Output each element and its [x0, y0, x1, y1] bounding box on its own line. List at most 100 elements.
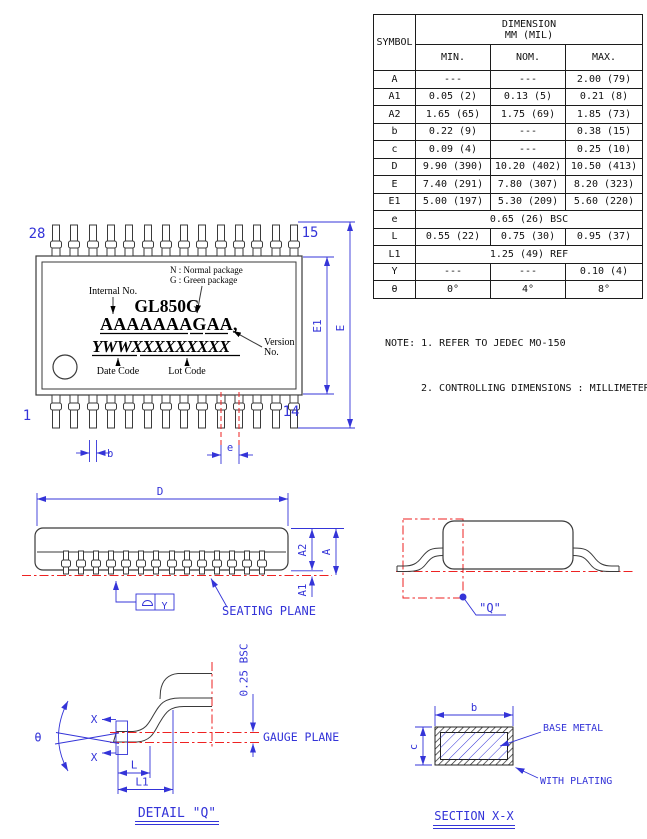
- cell-nom: ---: [490, 140, 566, 159]
- pin-number-14: 14: [283, 404, 300, 420]
- pin-row-top: [50, 224, 300, 257]
- date-code-label: Date Code: [97, 366, 140, 377]
- cell-min: 0.05 (2): [415, 87, 491, 106]
- cell-max: 0.38 (15): [564, 122, 644, 141]
- cell-nom: 1.75 (69): [490, 105, 566, 124]
- notes: NOTE: 1. REFER TO JEDEC MO-150 2. CONTRO…: [385, 306, 647, 411]
- cell-symbol: Y: [373, 262, 416, 281]
- cell-symbol: A1: [373, 87, 416, 106]
- dim-b-label: b: [107, 448, 113, 460]
- table-row: b 0.22 (9) --- 0.38 (15): [373, 122, 644, 141]
- side-body-outline: [34, 527, 289, 571]
- note-line-2: 2. CONTROLLING DIMENSIONS : MILLIMETER: [421, 383, 647, 394]
- dim-D-lines: [36, 493, 289, 526]
- dim-b-lines: [76, 440, 110, 462]
- dim-L1-label: L1: [135, 776, 148, 789]
- dim-c-label: c: [408, 744, 420, 750]
- cell-min: 7.40 (291): [415, 175, 491, 194]
- header-max: MAX.: [564, 44, 644, 71]
- end-view: "Q": [396, 518, 634, 616]
- cell-min: 9.90 (390): [415, 157, 491, 176]
- dim-L-label: L: [131, 759, 138, 772]
- cell-symbol: A: [373, 70, 416, 89]
- pin-centerlines-red: [220, 392, 240, 447]
- with-plating-label: WITH PLATING: [540, 776, 612, 787]
- dim-e-lines: [207, 445, 253, 464]
- flatness-symbol-icon: [142, 600, 153, 606]
- cell-nom: ---: [490, 262, 566, 281]
- header-dimension: DIMENSION MM (MIL): [414, 14, 644, 45]
- cell-nom: 0.13 (5): [490, 87, 566, 106]
- dim-A2-lines: [291, 528, 344, 572]
- cell-span: 0.65 (26) BSC: [414, 210, 644, 229]
- cell-max: 1.85 (73): [564, 105, 644, 124]
- lead-right: [572, 547, 620, 572]
- base-metal-hatch: [440, 732, 508, 760]
- cell-symbol: E1: [373, 192, 416, 211]
- lead-bend-profile: [113, 673, 212, 743]
- table-row: L1 1.25 (49) REF: [373, 245, 644, 264]
- dim-L-lines: [117, 746, 151, 794]
- cell-nom: 4°: [490, 280, 566, 299]
- table-row: c 0.09 (4) --- 0.25 (10): [373, 140, 644, 159]
- cell-nom: ---: [490, 70, 566, 89]
- dim-e-label: e: [227, 442, 233, 454]
- detail-q-title: DETAIL "Q": [138, 806, 216, 821]
- dim-D-label: D: [157, 485, 164, 498]
- detail-q-title-underline: [135, 821, 219, 825]
- cell-min: 0.55 (22): [415, 227, 491, 246]
- table-row: A --- --- 2.00 (79): [373, 70, 644, 89]
- datum-leader-line: [113, 581, 136, 603]
- dimension-table: SYMBOL DIMENSION MM (MIL) MIN. NOM. MAX.…: [373, 14, 644, 299]
- dim-b-section-lines: [434, 706, 514, 726]
- cell-span: 1.25 (49) REF: [414, 245, 644, 264]
- table-row: e 0.65 (26) BSC: [373, 210, 644, 229]
- with-plating-leader: [515, 767, 539, 779]
- cell-nom: 0.75 (30): [490, 227, 566, 246]
- cell-min: 0°: [415, 280, 491, 299]
- marking-part-number: GL850G: [134, 296, 200, 316]
- cell-symbol: D: [373, 157, 416, 176]
- cell-min: 5.00 (197): [415, 192, 491, 211]
- seating-plane-leader: [210, 578, 228, 608]
- dim-E1-lines: [303, 256, 334, 395]
- internal-no-label: Internal No.: [89, 286, 137, 297]
- header-symbol: SYMBOL: [373, 14, 416, 71]
- section-xx-view: b c BASE METAL WITH PLATING SECTION X-X: [408, 702, 612, 829]
- dim-A-label: A: [321, 548, 333, 555]
- top-view: 28 15 1 14 GL850G AAAAAAAGAA, YWWXXXXXXX…: [23, 221, 355, 464]
- section-x-label-top: X: [91, 713, 98, 726]
- table-row: L 0.55 (22) 0.75 (30) 0.95 (37): [373, 227, 644, 246]
- marking-date-lot-code: YWWXXXXXXXXX: [92, 337, 231, 356]
- base-metal-label: BASE METAL: [543, 723, 603, 734]
- cell-nom: 10.20 (402): [490, 157, 566, 176]
- dim-L1-lines: [118, 710, 174, 794]
- dim-b-section-label: b: [471, 702, 477, 714]
- table-row: θ 0° 4° 8°: [373, 280, 644, 299]
- dim-E-label: E: [334, 325, 347, 332]
- section-xx-title: SECTION X-X: [434, 809, 514, 823]
- cell-max: 0.25 (10): [564, 140, 644, 159]
- package-type-n-label: N : Normal package: [170, 265, 243, 275]
- base-metal-leader: [499, 731, 542, 747]
- cell-symbol: θ: [373, 280, 416, 299]
- cell-max: 2.00 (79): [564, 70, 644, 89]
- end-body-outline: [442, 520, 574, 570]
- marking-internal-no: AAAAAAAGAA,: [100, 314, 238, 334]
- theta-label: θ: [34, 731, 41, 745]
- lot-code-label: Lot Code: [168, 366, 206, 377]
- dim-E1-label: E1: [311, 319, 324, 332]
- header-dimension-line2: MM (MIL): [504, 29, 554, 41]
- cell-max: 0.10 (4): [564, 262, 644, 281]
- pin-number-15: 15: [302, 225, 319, 241]
- lead-left: [396, 547, 444, 572]
- cell-min: ---: [415, 70, 491, 89]
- table-row: Y --- --- 0.10 (4): [373, 262, 644, 281]
- cell-symbol: A2: [373, 105, 416, 124]
- cell-nom: 7.80 (307): [490, 175, 566, 194]
- section-x-label-bottom: X: [91, 751, 98, 764]
- table-row: E 7.40 (291) 7.80 (307) 8.20 (323): [373, 175, 644, 194]
- pin-row-bottom: [50, 394, 300, 429]
- cell-symbol: L1: [373, 245, 416, 264]
